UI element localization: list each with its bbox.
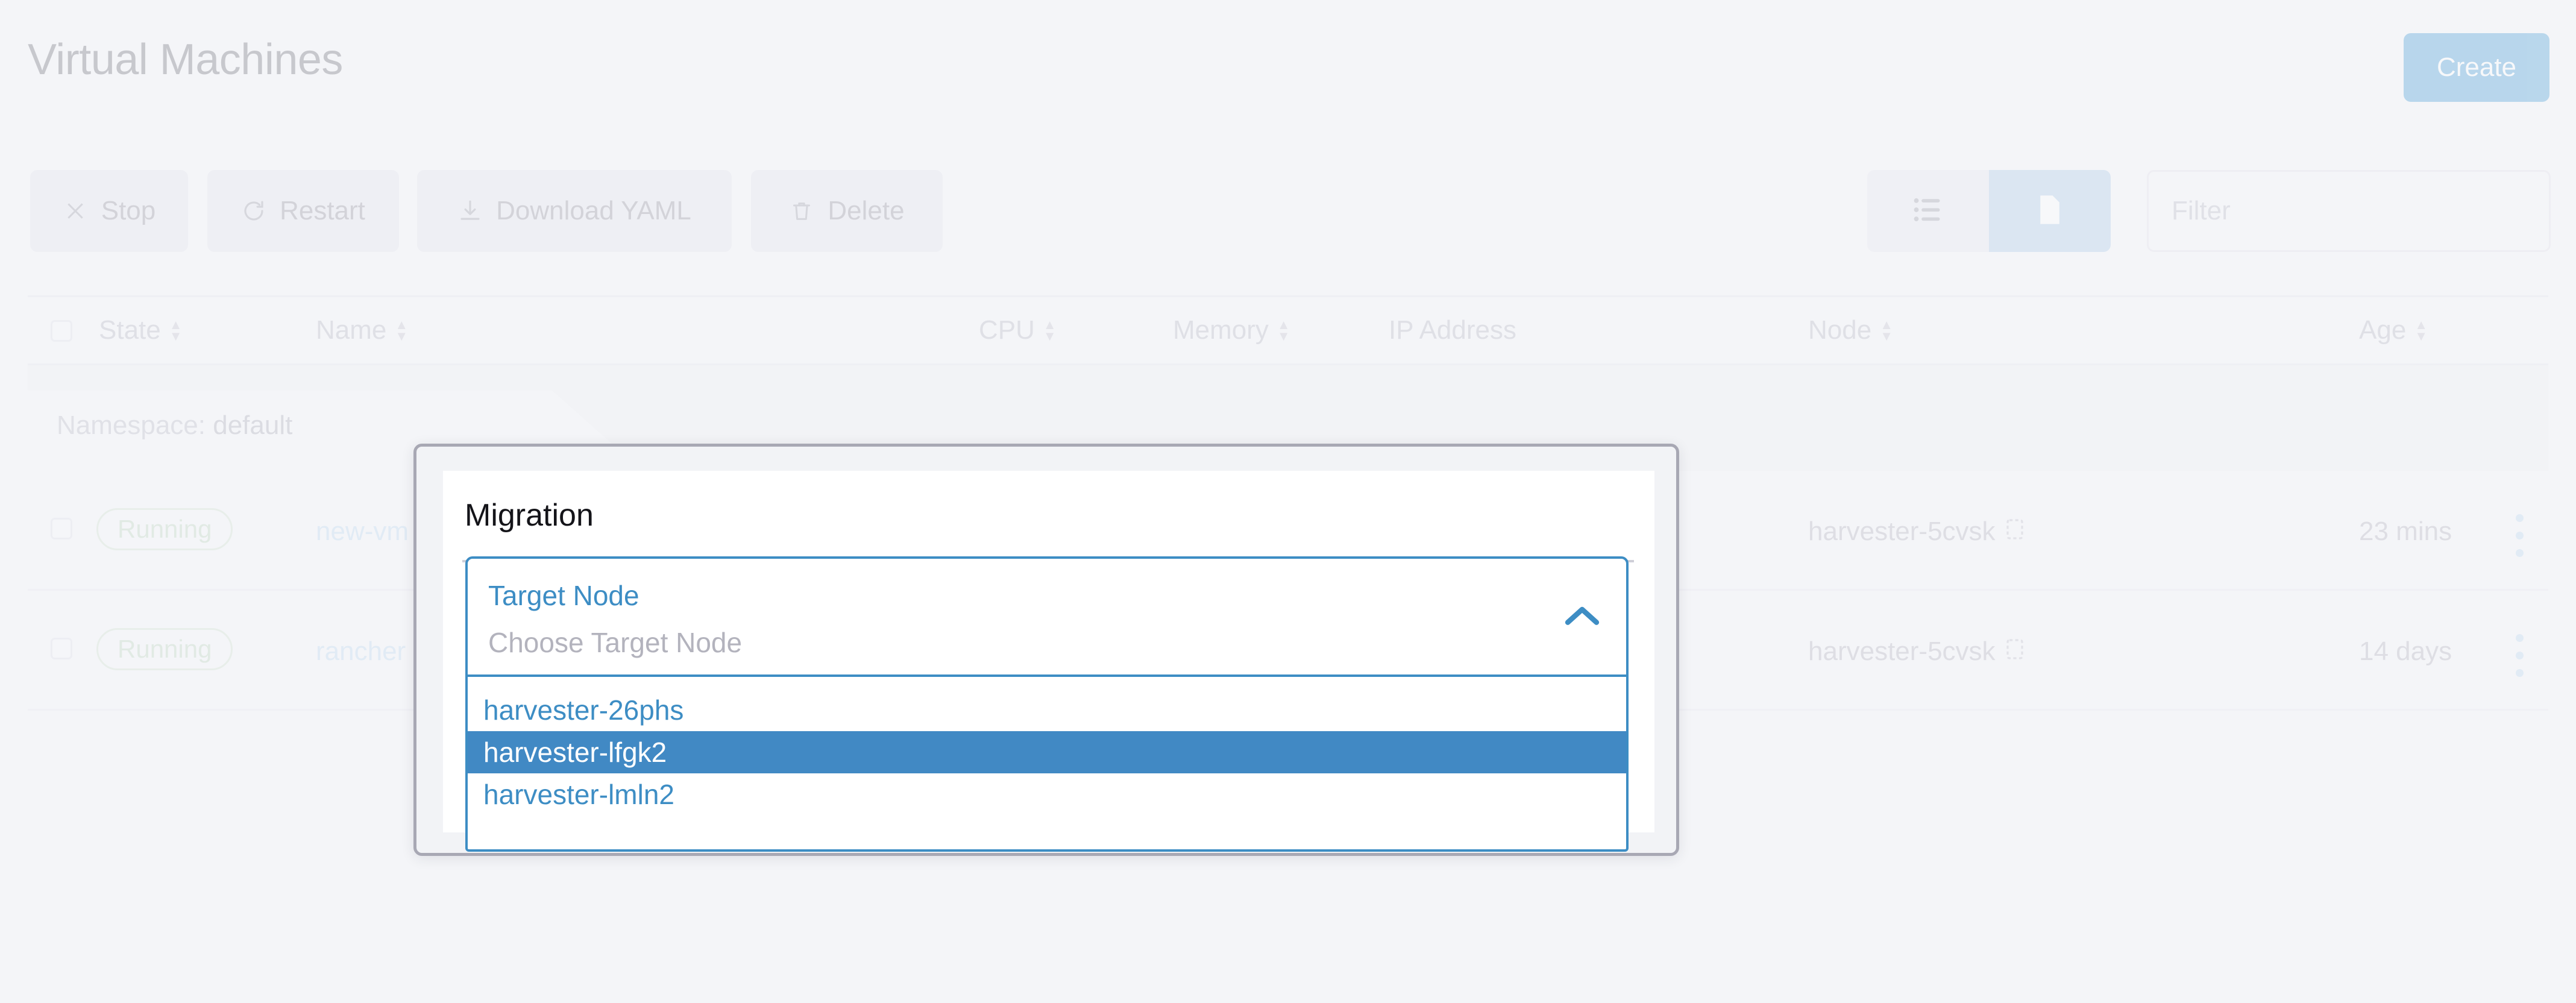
page-title: Virtual Machines xyxy=(28,36,343,84)
target-node-dropdown[interactable]: harvester-26phs harvester-lfgk2 harveste… xyxy=(465,677,1629,852)
target-node-select[interactable]: Target Node Choose Target Node xyxy=(465,556,1629,677)
action-toolbar: Stop Restart Download YAML xyxy=(0,163,2576,259)
column-header-memory[interactable]: Memory ▲▼ xyxy=(1173,315,1290,345)
view-mode-toggle-group xyxy=(1867,170,2111,252)
delete-button[interactable]: Delete xyxy=(751,170,943,252)
sort-arrows-icon: ▲▼ xyxy=(1043,316,1057,344)
row-actions-menu-icon[interactable] xyxy=(2515,514,2524,557)
chevron-up-icon[interactable] xyxy=(1562,602,1602,631)
restart-button[interactable]: Restart xyxy=(207,170,399,252)
view-mode-grouped-button[interactable] xyxy=(1989,170,2111,252)
target-node-select-label: Target Node xyxy=(488,580,639,611)
node-cell: harvester-5cvsk xyxy=(1808,637,2029,667)
sort-arrows-icon: ▲▼ xyxy=(395,316,409,344)
status-badge: Running xyxy=(96,628,233,670)
filter-input[interactable] xyxy=(2147,170,2551,252)
page-header: Virtual Machines Create xyxy=(0,0,2576,151)
column-header-age[interactable]: Age ▲▼ xyxy=(2359,315,2428,345)
sort-arrows-icon: ▲▼ xyxy=(1277,316,1290,344)
download-yaml-button-label: Download YAML xyxy=(496,196,691,225)
create-button[interactable]: Create xyxy=(2404,33,2549,102)
row-checkbox[interactable] xyxy=(51,638,72,659)
select-all-checkbox[interactable] xyxy=(51,320,72,342)
row-checkbox[interactable] xyxy=(51,518,72,539)
list-icon xyxy=(1912,195,1944,227)
column-header-state[interactable]: State ▲▼ xyxy=(99,315,183,345)
copy-icon[interactable] xyxy=(2005,638,2029,665)
column-header-node[interactable]: Node ▲▼ xyxy=(1808,315,1893,345)
dropdown-option-highlighted[interactable]: harvester-lfgk2 xyxy=(468,731,1626,773)
sort-arrows-icon: ▲▼ xyxy=(169,316,183,344)
target-node-select-value: Choose Target Node xyxy=(488,627,743,658)
download-yaml-button[interactable]: Download YAML xyxy=(417,170,732,252)
column-header-ip-address[interactable]: IP Address xyxy=(1389,315,1516,345)
column-header-name[interactable]: Name ▲▼ xyxy=(316,315,409,345)
status-badge: Running xyxy=(96,508,233,550)
table-header-row: State ▲▼ Name ▲▼ CPU ▲▼ Memory ▲▼ IP Add… xyxy=(28,295,2548,365)
migration-modal: Migration Target Node Choose Target Node… xyxy=(413,444,1679,856)
migration-modal-title: Migration xyxy=(465,498,594,533)
folder-icon xyxy=(2035,193,2064,229)
dropdown-option[interactable]: harvester-lmln2 xyxy=(483,779,674,810)
node-cell: harvester-5cvsk xyxy=(1808,517,2029,547)
vm-name-link[interactable]: new-vm xyxy=(316,517,409,546)
stop-button-label: Stop xyxy=(101,196,156,225)
dropdown-option[interactable]: harvester-26phs xyxy=(483,694,684,726)
restart-button-label: Restart xyxy=(280,196,365,225)
trash-icon xyxy=(789,198,814,224)
copy-icon[interactable] xyxy=(2005,518,2029,545)
close-icon xyxy=(63,198,88,224)
delete-button-label: Delete xyxy=(828,196,905,225)
namespace-group-label: Namespace: default xyxy=(57,410,293,440)
row-actions-menu-icon[interactable] xyxy=(2515,634,2524,677)
stop-button[interactable]: Stop xyxy=(30,170,188,252)
view-mode-flat-button[interactable] xyxy=(1867,170,1989,252)
column-header-cpu[interactable]: CPU ▲▼ xyxy=(979,315,1057,345)
sort-arrows-icon: ▲▼ xyxy=(2414,316,2428,344)
age-cell: 23 mins xyxy=(2359,517,2452,546)
refresh-icon xyxy=(241,198,266,224)
sort-arrows-icon: ▲▼ xyxy=(1880,316,1893,344)
download-icon xyxy=(457,198,483,224)
vm-name-link[interactable]: rancher xyxy=(316,637,406,666)
age-cell: 14 days xyxy=(2359,637,2452,666)
